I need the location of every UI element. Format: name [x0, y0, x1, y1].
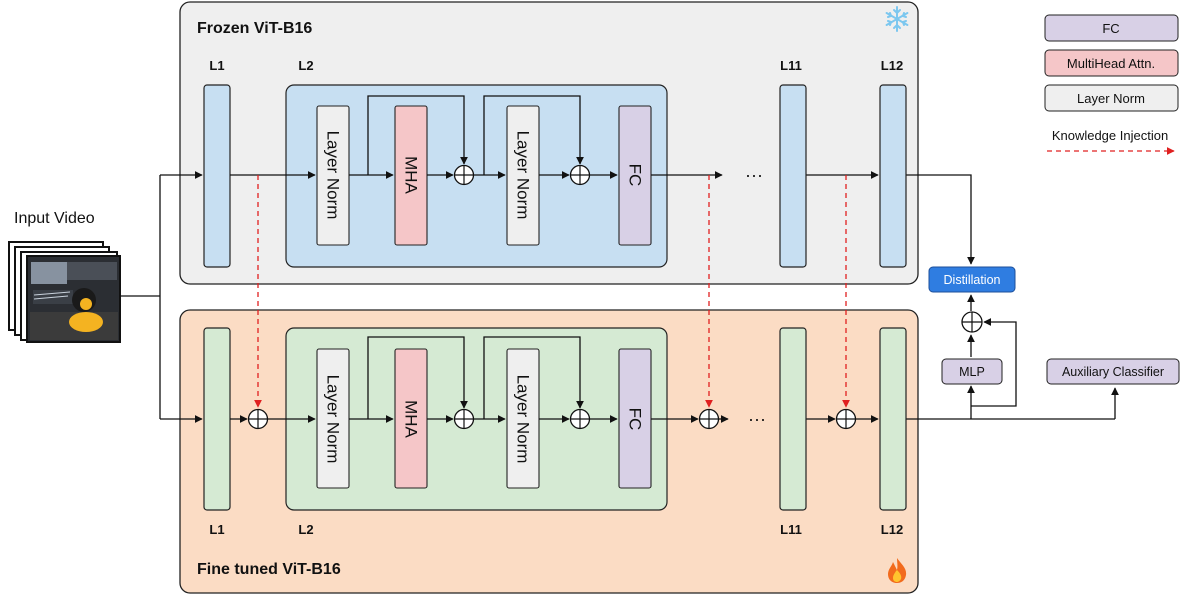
- finetuned-l1-label: L1: [209, 522, 224, 537]
- frozen-fc-text: FC: [626, 164, 645, 187]
- finetuned-l12-label: L12: [881, 522, 903, 537]
- video-frames: [8, 241, 121, 343]
- knowledge-injection-arrows: [254, 175, 850, 408]
- finetuned-sum-node-3: [698, 408, 720, 430]
- legend-ln-label: Layer Norm: [1077, 91, 1145, 106]
- mlp-label: MLP: [959, 365, 985, 379]
- input-routing: [120, 171, 203, 423]
- frozen-layer-norm-2-text: Layer Norm: [514, 131, 533, 220]
- legend-mha-swatch: [1044, 49, 1179, 77]
- frozen-branch: L1 L2 L11 L12 Layer Norm MHA Layer Norm …: [203, 58, 975, 268]
- distillation-label: Distillation: [944, 273, 1001, 287]
- frozen-l12-label: L12: [881, 58, 903, 73]
- aux-classifier-box: [1046, 358, 1180, 385]
- frozen-l11-layer: [779, 84, 807, 268]
- head-sum-node: [961, 311, 983, 333]
- finetuned-ellipsis: ···: [748, 409, 766, 429]
- finetuned-title: Fine tuned ViT-B16: [197, 561, 341, 578]
- finetuned-l2-label: L2: [298, 522, 313, 537]
- legend-fc-swatch: [1044, 14, 1179, 42]
- finetuned-l12-layer: [879, 327, 907, 511]
- mlp-box: [941, 358, 1003, 385]
- finetuned-fc-text: FC: [626, 408, 645, 431]
- snowflake-icon: [885, 6, 909, 32]
- finetuned-l1-layer: [203, 327, 231, 511]
- frozen-sum-node-2: [569, 164, 591, 186]
- frozen-sum-node-1: [453, 164, 475, 186]
- finetuned-layer-norm-1-text: Layer Norm: [324, 375, 343, 464]
- frozen-mha-text: MHA: [402, 156, 421, 194]
- finetuned-sum-node-1: [453, 408, 475, 430]
- finetuned-sum-node-4: [835, 408, 857, 430]
- finetuned-layer-norm-2-text: Layer Norm: [514, 375, 533, 464]
- frozen-layer-norm-1-text: Layer Norm: [324, 131, 343, 220]
- finetuned-mha-text: MHA: [402, 400, 421, 438]
- input-video-label: Input Video: [14, 210, 95, 227]
- finetuned-l11-label: L11: [780, 522, 802, 537]
- finetuned-sum-node-0: [247, 408, 269, 430]
- frozen-l12-layer: [879, 84, 907, 268]
- right-heads: Distillation MLP Auxiliary Classifier: [928, 266, 1180, 385]
- finetuned-sum-node-2: [569, 408, 591, 430]
- frozen-l11-label: L11: [780, 58, 802, 73]
- finetuned-l11-layer: [779, 327, 807, 511]
- frozen-l2-block: [285, 84, 668, 268]
- aux-classifier-label: Auxiliary Classifier: [1062, 365, 1164, 379]
- distillation-box: [928, 266, 1016, 293]
- legend-mha-label: MultiHead Attn.: [1067, 56, 1155, 71]
- legend: FC MultiHead Attn. Layer Norm Knowledge …: [1044, 14, 1179, 155]
- frozen-connections: [230, 95, 975, 265]
- frozen-l1-layer: [203, 84, 231, 268]
- legend-fc-label: FC: [1102, 21, 1119, 36]
- frozen-title: Frozen ViT-B16: [197, 20, 312, 37]
- frozen-l2-label: L2: [298, 58, 313, 73]
- finetuned-connections: [230, 294, 1119, 423]
- legend-ln-swatch: [1044, 84, 1179, 112]
- frozen-ellipsis: ···: [745, 165, 763, 185]
- legend-ki-label: Knowledge Injection: [1052, 128, 1168, 143]
- frozen-l1-label: L1: [209, 58, 224, 73]
- fire-icon: [888, 558, 907, 583]
- finetuned-branch: L1 L2 L11 L12 Layer Norm MHA Layer Norm …: [203, 294, 1119, 537]
